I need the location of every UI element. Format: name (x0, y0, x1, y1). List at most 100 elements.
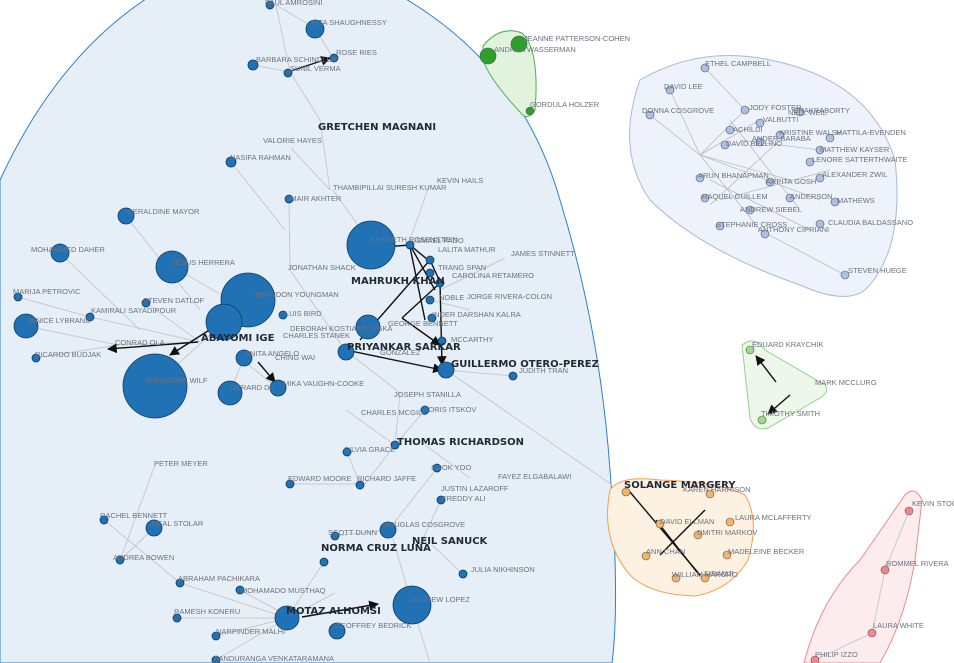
node-marija-petrovic[interactable] (13, 292, 23, 302)
node-donna-cosgrove[interactable] (645, 110, 655, 120)
node-janice-lybrand[interactable] (13, 313, 39, 339)
node-umair-akhter[interactable] (284, 194, 294, 204)
node-raquel-guillem[interactable] (700, 193, 710, 203)
node-stephanie[interactable] (715, 221, 725, 231)
node-mohammed-daher[interactable] (50, 243, 70, 263)
node-motaz-alhomsi[interactable] (274, 605, 300, 631)
node-paul-amrosini[interactable] (265, 0, 275, 10)
node-claudia-baldassano[interactable] (815, 219, 825, 229)
node-rachel-bennett[interactable] (99, 515, 109, 525)
node-richard-jaffe[interactable] (355, 480, 365, 490)
node-panduranga[interactable] (211, 655, 221, 663)
node-david-lee[interactable] (665, 85, 675, 95)
node-steven-hueg[interactable] (840, 270, 850, 280)
node-julia-nikhinson[interactable] (458, 569, 468, 579)
node-priyankar-sarkar[interactable] (337, 343, 355, 361)
node-silvia-grace[interactable] (342, 447, 352, 457)
node-label-rose-ries: ROSE RIES (336, 48, 377, 57)
node-kristine-walsh[interactable] (775, 130, 785, 140)
node-satterthwaite[interactable] (805, 157, 815, 167)
node-edward-moore[interactable] (285, 479, 295, 489)
node-ramesh-koneru[interactable] (172, 613, 182, 623)
node-valbutti[interactable] (755, 118, 765, 128)
node-mathews[interactable] (830, 197, 840, 207)
node-david-bellino[interactable] (720, 140, 730, 150)
node-luis-bird[interactable] (278, 310, 288, 320)
node-sunil-verma[interactable] (283, 68, 293, 78)
node-laura-mclafferty[interactable] (725, 517, 735, 527)
node-andrew-siebel[interactable] (745, 205, 755, 215)
node-mccarthy[interactable] (437, 336, 447, 346)
node-siramji[interactable] (700, 573, 710, 583)
node-steven-datlof[interactable] (141, 298, 151, 308)
node-mika-vaughn[interactable] (269, 379, 287, 397)
node-andrea-wasserman[interactable] (479, 47, 497, 65)
node-achildi[interactable] (725, 125, 735, 135)
node-jody-foster[interactable] (740, 105, 750, 115)
node-mohamado[interactable] (235, 585, 245, 595)
node-scott-dunn[interactable] (330, 531, 340, 541)
node-sook-yoo[interactable] (432, 463, 442, 473)
node-kamirali[interactable] (85, 312, 95, 322)
node-neal-stolar[interactable] (145, 519, 163, 537)
node-william-hargro[interactable] (671, 573, 681, 583)
node-timothy-smith[interactable] (757, 415, 767, 425)
node-alexander-zwil[interactable] (815, 173, 825, 183)
node-anthony[interactable] (760, 229, 770, 239)
node-judith-tran[interactable] (508, 371, 518, 381)
node-carolina-retamero[interactable] (425, 268, 435, 278)
node-andrea-bowen[interactable] (115, 555, 125, 565)
node-thomas-richardson[interactable] (390, 440, 400, 450)
node-abraham-pachikara[interactable] (175, 578, 185, 588)
node-freddy-ali[interactable] (436, 495, 446, 505)
node-inder-kalra[interactable] (427, 313, 437, 323)
node-solange-margery[interactable] (621, 487, 631, 497)
node-arun-bhanapman[interactable] (695, 173, 705, 183)
node-gordula-holzer[interactable] (525, 106, 535, 116)
node-geoffrey-bedrick[interactable] (328, 622, 346, 640)
node-madeleine-becker[interactable] (722, 550, 732, 560)
node-george[interactable] (355, 314, 381, 340)
node-arpita[interactable] (765, 177, 775, 187)
node-rita-shaughnessy[interactable] (305, 19, 325, 39)
node-mahrukh-khan[interactable] (435, 278, 445, 288)
node-david-ellman[interactable] (655, 519, 665, 529)
node-rose-ries[interactable] (329, 53, 339, 63)
node-ricardo-budjak[interactable] (31, 353, 41, 363)
node-label-philip-izzo: PHILIP IZZO (815, 650, 858, 659)
node-ethel-campbell[interactable] (700, 63, 710, 73)
node-barbara-schindler[interactable] (247, 59, 259, 71)
node-dmitri-markov[interactable] (693, 530, 703, 540)
node-jesus-herrera[interactable] (155, 250, 189, 284)
node-norma-cruz-luna[interactable] (319, 557, 329, 567)
node-jeanne-patterson[interactable] (510, 35, 528, 53)
node-anderson[interactable] (785, 193, 795, 203)
node-kevin-stoc[interactable] (904, 506, 914, 516)
node-andrew-lopez[interactable] (392, 585, 432, 625)
node-chakraborty[interactable] (795, 107, 805, 117)
node-gerard-de[interactable] (217, 380, 243, 406)
node-douglas-cosgrove[interactable] (379, 521, 397, 539)
node-karen-harrison[interactable] (705, 489, 715, 499)
node-rommel-rivera[interactable] (880, 565, 890, 575)
node-doris-itskov[interactable] (420, 405, 430, 415)
node-geraldine-mayor[interactable] (117, 207, 135, 225)
node-narpinder[interactable] (211, 631, 221, 641)
node-matthew-kayser[interactable] (815, 145, 825, 155)
node-guillermo[interactable] (437, 361, 455, 379)
node-ander-baraba[interactable] (755, 137, 765, 147)
node-kenneth-rosenstein[interactable] (346, 220, 396, 270)
node-anita-angelo[interactable] (235, 349, 253, 367)
node-nasifa-rahman[interactable] (225, 156, 237, 168)
node-theodore-wilf[interactable] (122, 353, 188, 419)
node-lalita-mathur[interactable] (425, 255, 435, 265)
node-ann-chan[interactable] (641, 551, 651, 561)
node-philip-izzo[interactable] (810, 655, 820, 663)
node-ismael-fado[interactable] (405, 240, 415, 250)
node-mattila[interactable] (825, 133, 835, 143)
node-noble[interactable] (425, 295, 435, 305)
node-laura-white[interactable] (867, 628, 877, 638)
node-label-peter-meyer: PETER MEYER (154, 459, 208, 468)
node-abayomi-ige[interactable] (205, 303, 243, 341)
node-eduard-kraychik[interactable] (745, 345, 755, 355)
